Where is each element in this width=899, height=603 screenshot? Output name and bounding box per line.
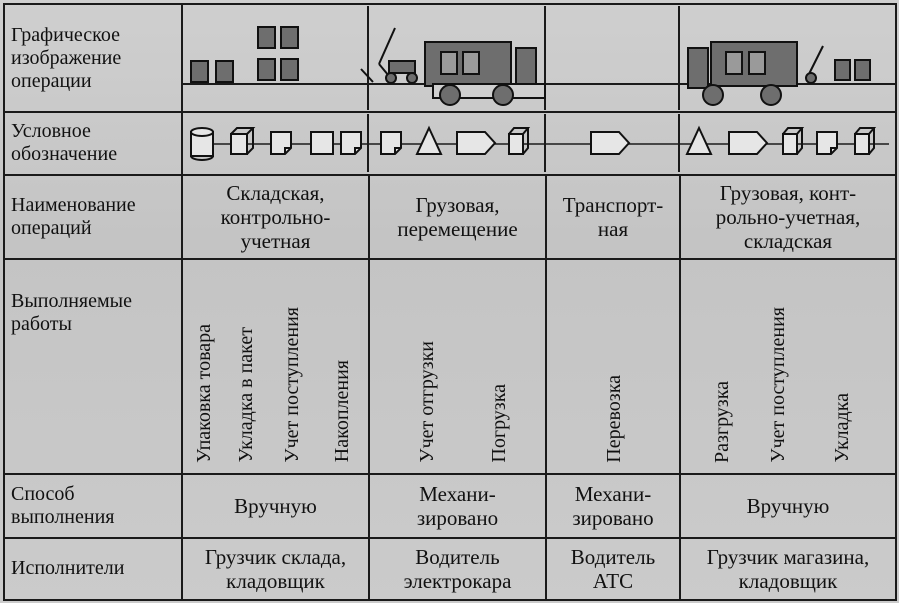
graphic-strip bbox=[181, 2, 897, 114]
row-label-name: Наименование операций bbox=[3, 173, 183, 260]
name-col2: Грузовая, перемещение bbox=[368, 173, 547, 260]
operations-table: Графическое изображение операции bbox=[3, 2, 897, 602]
storage-symbol-icon bbox=[190, 127, 214, 162]
document-symbol-icon bbox=[340, 131, 362, 156]
performers-col1: Грузчик склада, кладовщик bbox=[181, 536, 370, 602]
boxes-stack-icon bbox=[190, 26, 299, 84]
name-col4: Грузовая, конт- рольно-учетная, складска… bbox=[679, 173, 897, 260]
work-item: Разгрузка bbox=[711, 380, 733, 463]
triangle-symbol-icon bbox=[685, 126, 713, 156]
works-col2: Учет отгрузки Погрузка bbox=[368, 257, 547, 475]
row-label-symbol: Условное обозначение bbox=[3, 111, 183, 176]
transport-symbol-icon bbox=[728, 131, 769, 156]
row-performers: Исполнители Грузчик склада, кладовщик Во… bbox=[3, 536, 897, 602]
performers-col4: Грузчик магазина, кладовщик bbox=[679, 536, 897, 602]
row-works: Выполняемые работы Упаковка товара Уклад… bbox=[3, 257, 897, 475]
work-item: Учет отгрузки bbox=[416, 340, 438, 463]
triangle-symbol-icon bbox=[415, 126, 443, 156]
package-symbol-icon bbox=[508, 127, 531, 156]
document-symbol-icon bbox=[816, 131, 838, 156]
work-item: Учет поступления bbox=[281, 307, 303, 463]
works-col1: Упаковка товара Укладка в пакет Учет пос… bbox=[181, 257, 370, 475]
method-col2: Механи- зировано bbox=[368, 472, 547, 539]
truck-loaded-icon bbox=[424, 41, 546, 107]
row-symbol: Условное обозначение bbox=[3, 111, 897, 176]
row-label-works: Выполняемые работы bbox=[3, 257, 183, 475]
work-item: Учет поступления bbox=[767, 307, 789, 463]
package-symbol-icon bbox=[782, 127, 805, 156]
electric-cart-icon bbox=[360, 27, 418, 85]
row-label-method: Способ выполнения bbox=[3, 472, 183, 539]
method-col1: Вручную bbox=[181, 472, 370, 539]
row-name: Наименование операций Складская, контрол… bbox=[3, 173, 897, 260]
transport-symbol-icon bbox=[456, 131, 497, 156]
row-method: Способ выполнения Вручную Механи- зирова… bbox=[3, 472, 897, 539]
row-graphic: Графическое изображение операции bbox=[3, 2, 897, 114]
document-symbol-icon bbox=[270, 131, 292, 156]
method-col3: Механи- зировано bbox=[545, 472, 681, 539]
work-item: Накопления bbox=[331, 360, 353, 463]
performers-col2: Водитель электрокара bbox=[368, 536, 547, 602]
transport-symbol-icon bbox=[590, 131, 631, 156]
name-col3: Транспорт- ная bbox=[545, 173, 681, 260]
row-label-performers: Исполнители bbox=[3, 536, 183, 602]
method-col4: Вручную bbox=[679, 472, 897, 539]
truck-unloading-icon bbox=[687, 41, 871, 107]
work-item: Укладка bbox=[831, 393, 853, 463]
package-symbol-icon bbox=[854, 127, 877, 156]
work-item: Перевозка bbox=[603, 374, 625, 463]
symbol-strip-svg bbox=[190, 114, 889, 173]
work-item: Укладка в пакет bbox=[235, 327, 257, 463]
row-label-graphic: Графическое изображение операции bbox=[3, 2, 183, 114]
graphic-strip-svg bbox=[183, 6, 897, 111]
performers-col3: Водитель АТС bbox=[545, 536, 681, 602]
work-item: Погрузка bbox=[488, 383, 510, 463]
works-col4: Разгрузка Учет поступления Укладка bbox=[679, 257, 897, 475]
name-col1: Складская, контрольно- учетная bbox=[181, 173, 370, 260]
work-item: Упаковка товара bbox=[193, 323, 215, 463]
symbol-strip bbox=[181, 111, 897, 176]
document-symbol-icon bbox=[380, 131, 402, 156]
control-symbol-icon bbox=[310, 131, 334, 156]
package-symbol-icon bbox=[230, 127, 256, 156]
works-col3: Перевозка bbox=[545, 257, 681, 475]
